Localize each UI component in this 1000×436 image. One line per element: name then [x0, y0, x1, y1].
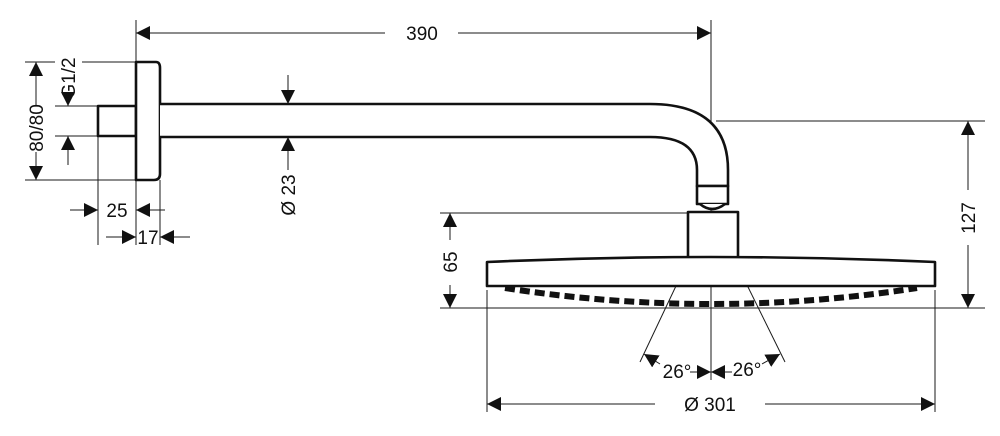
wall-flange [134, 60, 162, 182]
dim-total-drop: 127 [959, 202, 980, 234]
extension-lines [25, 20, 985, 412]
dim-flange-depth: 17 [137, 228, 158, 249]
dim-arm-length: 390 [406, 24, 438, 45]
head-connector [686, 210, 740, 260]
dim-flange: 80/80 [27, 104, 48, 152]
arm-pipe [160, 102, 730, 188]
dim-thread: G1/2 [59, 57, 80, 98]
dim-head-diameter: Ø 301 [684, 395, 736, 416]
dim-arm-diameter: Ø 23 [279, 174, 300, 215]
shower-head [485, 255, 937, 288]
dim-head-height: 65 [441, 251, 462, 272]
dim-nipple-length: 25 [106, 201, 127, 222]
nipple [96, 104, 138, 138]
dim-angle-left: 26° [663, 362, 692, 383]
swivel-nut [695, 184, 730, 206]
dim-angle-right: 26° [733, 360, 762, 381]
shower-arm [96, 60, 937, 307]
